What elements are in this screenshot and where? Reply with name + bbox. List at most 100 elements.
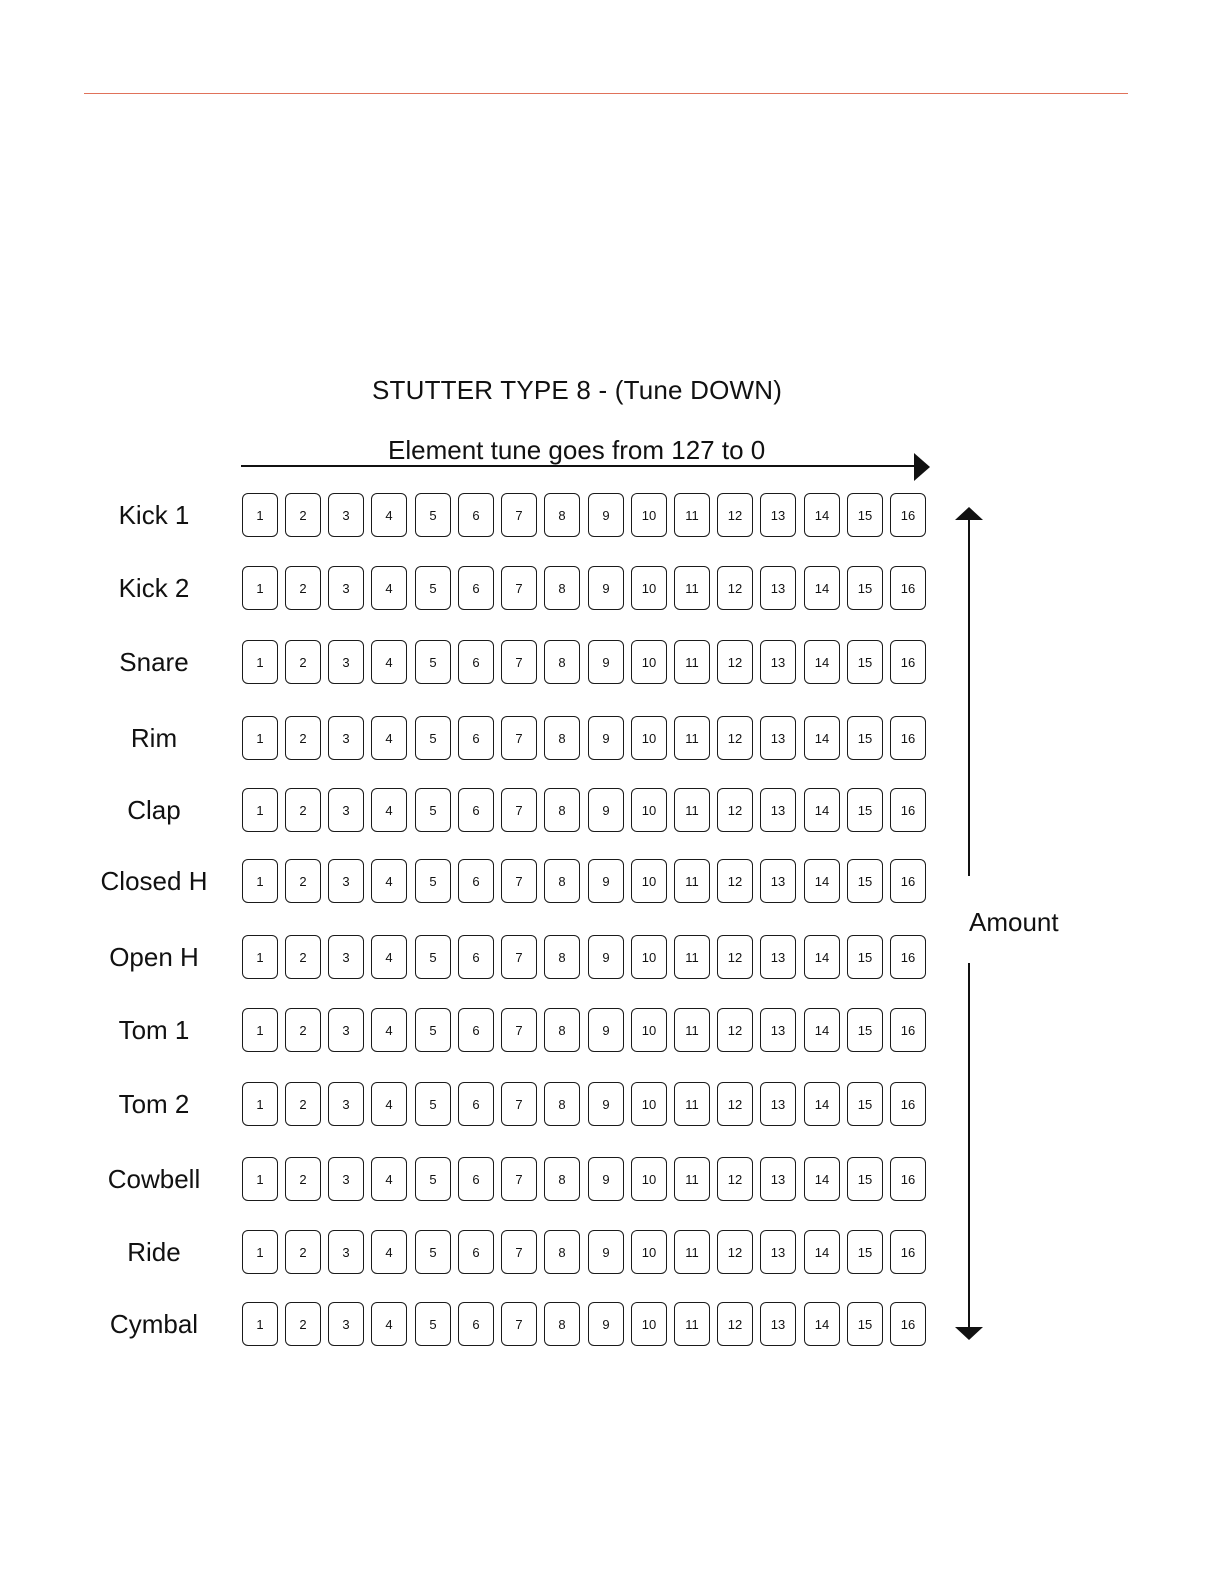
step-button[interactable]: 4 bbox=[371, 1230, 407, 1274]
step-button[interactable]: 4 bbox=[371, 640, 407, 684]
step-button[interactable]: 2 bbox=[285, 788, 321, 832]
step-button[interactable]: 15 bbox=[847, 1230, 883, 1274]
step-button[interactable]: 1 bbox=[242, 493, 278, 537]
step-button[interactable]: 11 bbox=[674, 1157, 710, 1201]
step-button[interactable]: 10 bbox=[631, 788, 667, 832]
step-button[interactable]: 5 bbox=[415, 716, 451, 760]
step-button[interactable]: 6 bbox=[458, 1082, 494, 1126]
step-button[interactable]: 14 bbox=[804, 1302, 840, 1346]
step-button[interactable]: 8 bbox=[544, 788, 580, 832]
step-button[interactable]: 13 bbox=[760, 1230, 796, 1274]
step-button[interactable]: 2 bbox=[285, 493, 321, 537]
step-button[interactable]: 2 bbox=[285, 566, 321, 610]
step-button[interactable]: 13 bbox=[760, 1157, 796, 1201]
step-button[interactable]: 6 bbox=[458, 1008, 494, 1052]
step-button[interactable]: 2 bbox=[285, 716, 321, 760]
step-button[interactable]: 4 bbox=[371, 788, 407, 832]
step-button[interactable]: 6 bbox=[458, 566, 494, 610]
step-button[interactable]: 5 bbox=[415, 1302, 451, 1346]
step-button[interactable]: 5 bbox=[415, 788, 451, 832]
step-button[interactable]: 14 bbox=[804, 716, 840, 760]
step-button[interactable]: 8 bbox=[544, 493, 580, 537]
step-button[interactable]: 4 bbox=[371, 1157, 407, 1201]
step-button[interactable]: 10 bbox=[631, 859, 667, 903]
step-button[interactable]: 16 bbox=[890, 1230, 926, 1274]
step-button[interactable]: 12 bbox=[717, 1157, 753, 1201]
step-button[interactable]: 12 bbox=[717, 1008, 753, 1052]
step-button[interactable]: 16 bbox=[890, 788, 926, 832]
step-button[interactable]: 3 bbox=[328, 1082, 364, 1126]
step-button[interactable]: 16 bbox=[890, 1302, 926, 1346]
step-button[interactable]: 3 bbox=[328, 935, 364, 979]
step-button[interactable]: 13 bbox=[760, 1302, 796, 1346]
step-button[interactable]: 16 bbox=[890, 859, 926, 903]
step-button[interactable]: 7 bbox=[501, 1157, 537, 1201]
step-button[interactable]: 14 bbox=[804, 1230, 840, 1274]
step-button[interactable]: 8 bbox=[544, 1302, 580, 1346]
step-button[interactable]: 12 bbox=[717, 716, 753, 760]
step-button[interactable]: 12 bbox=[717, 1082, 753, 1126]
step-button[interactable]: 6 bbox=[458, 859, 494, 903]
step-button[interactable]: 11 bbox=[674, 788, 710, 832]
step-button[interactable]: 9 bbox=[588, 493, 624, 537]
step-button[interactable]: 2 bbox=[285, 935, 321, 979]
step-button[interactable]: 8 bbox=[544, 1082, 580, 1126]
step-button[interactable]: 14 bbox=[804, 493, 840, 537]
step-button[interactable]: 5 bbox=[415, 566, 451, 610]
step-button[interactable]: 9 bbox=[588, 1082, 624, 1126]
step-button[interactable]: 3 bbox=[328, 493, 364, 537]
step-button[interactable]: 3 bbox=[328, 1302, 364, 1346]
step-button[interactable]: 8 bbox=[544, 716, 580, 760]
step-button[interactable]: 1 bbox=[242, 716, 278, 760]
step-button[interactable]: 13 bbox=[760, 716, 796, 760]
step-button[interactable]: 10 bbox=[631, 1008, 667, 1052]
step-button[interactable]: 16 bbox=[890, 1008, 926, 1052]
step-button[interactable]: 12 bbox=[717, 640, 753, 684]
step-button[interactable]: 16 bbox=[890, 493, 926, 537]
step-button[interactable]: 4 bbox=[371, 566, 407, 610]
step-button[interactable]: 7 bbox=[501, 1082, 537, 1126]
step-button[interactable]: 9 bbox=[588, 859, 624, 903]
step-button[interactable]: 7 bbox=[501, 1302, 537, 1346]
step-button[interactable]: 6 bbox=[458, 788, 494, 832]
step-button[interactable]: 13 bbox=[760, 566, 796, 610]
step-button[interactable]: 1 bbox=[242, 640, 278, 684]
step-button[interactable]: 9 bbox=[588, 1008, 624, 1052]
step-button[interactable]: 7 bbox=[501, 716, 537, 760]
step-button[interactable]: 8 bbox=[544, 566, 580, 610]
step-button[interactable]: 15 bbox=[847, 935, 883, 979]
step-button[interactable]: 5 bbox=[415, 859, 451, 903]
step-button[interactable]: 7 bbox=[501, 493, 537, 537]
step-button[interactable]: 5 bbox=[415, 493, 451, 537]
step-button[interactable]: 6 bbox=[458, 1157, 494, 1201]
step-button[interactable]: 16 bbox=[890, 935, 926, 979]
step-button[interactable]: 4 bbox=[371, 859, 407, 903]
step-button[interactable]: 15 bbox=[847, 493, 883, 537]
step-button[interactable]: 14 bbox=[804, 566, 840, 610]
step-button[interactable]: 9 bbox=[588, 566, 624, 610]
step-button[interactable]: 13 bbox=[760, 1082, 796, 1126]
step-button[interactable]: 14 bbox=[804, 859, 840, 903]
step-button[interactable]: 8 bbox=[544, 1230, 580, 1274]
step-button[interactable]: 15 bbox=[847, 1008, 883, 1052]
step-button[interactable]: 4 bbox=[371, 493, 407, 537]
step-button[interactable]: 13 bbox=[760, 1008, 796, 1052]
step-button[interactable]: 12 bbox=[717, 1302, 753, 1346]
step-button[interactable]: 1 bbox=[242, 1302, 278, 1346]
step-button[interactable]: 2 bbox=[285, 640, 321, 684]
step-button[interactable]: 16 bbox=[890, 1157, 926, 1201]
step-button[interactable]: 1 bbox=[242, 1157, 278, 1201]
step-button[interactable]: 9 bbox=[588, 935, 624, 979]
step-button[interactable]: 11 bbox=[674, 935, 710, 979]
step-button[interactable]: 11 bbox=[674, 493, 710, 537]
step-button[interactable]: 5 bbox=[415, 1008, 451, 1052]
step-button[interactable]: 7 bbox=[501, 859, 537, 903]
step-button[interactable]: 13 bbox=[760, 640, 796, 684]
step-button[interactable]: 9 bbox=[588, 1157, 624, 1201]
step-button[interactable]: 12 bbox=[717, 935, 753, 979]
step-button[interactable]: 10 bbox=[631, 1302, 667, 1346]
step-button[interactable]: 5 bbox=[415, 1082, 451, 1126]
step-button[interactable]: 3 bbox=[328, 859, 364, 903]
step-button[interactable]: 15 bbox=[847, 1157, 883, 1201]
step-button[interactable]: 4 bbox=[371, 1082, 407, 1126]
